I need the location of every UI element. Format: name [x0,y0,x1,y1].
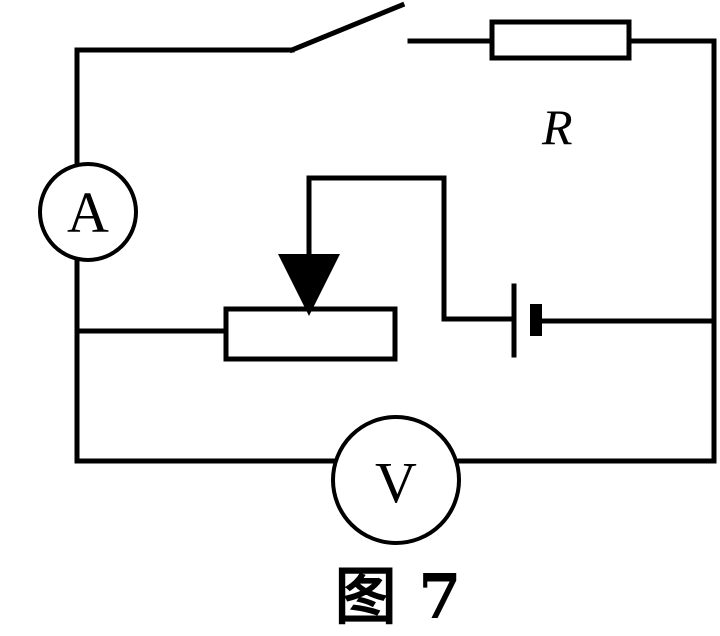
battery-short-plate [530,304,542,336]
wire-right-side [626,38,717,464]
wire-top-left [74,47,131,165]
resistor-r [489,19,632,61]
resistor-label: R [541,99,573,155]
voltmeter [331,415,461,545]
rheostat [223,306,398,362]
slider-arrow [278,254,340,316]
wire-slider [306,175,513,322]
wire-left-lower [74,259,336,464]
ammeter-label: A [67,180,109,245]
voltmeter-label: V [375,450,417,515]
figure-caption: 图 7 [335,560,462,633]
ammeter [38,162,138,262]
switch-blade [288,1,406,54]
